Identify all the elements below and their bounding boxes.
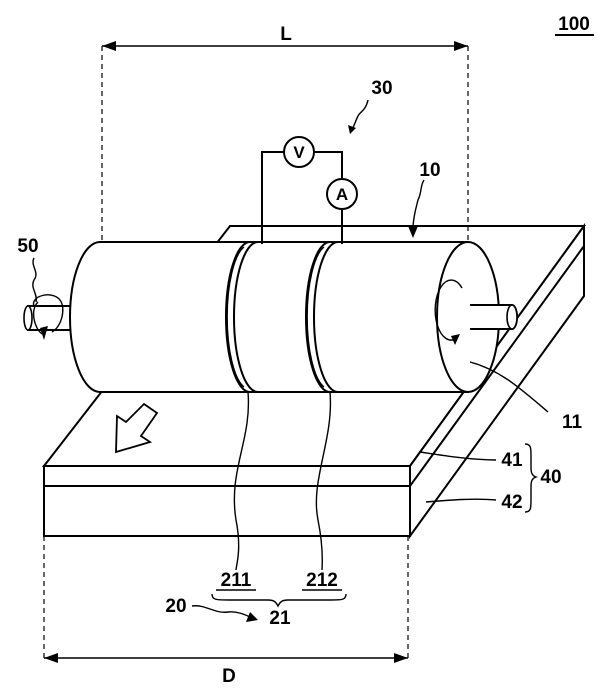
movement-arrow-icon	[115, 402, 159, 454]
roller-axis-label: 11	[562, 412, 583, 433]
length-label: L	[280, 24, 292, 45]
electrode-pair-label: 21	[269, 608, 291, 629]
reference-numerals: 100 30 10 50 11 41 42 40 211 212 21 20	[17, 14, 589, 629]
voltmeter-label: V	[293, 143, 305, 162]
device-ref-label: 100	[558, 14, 590, 35]
width-label: D	[222, 666, 236, 687]
substrate-label: 40	[540, 467, 561, 488]
electrode-b-label: 212	[306, 570, 338, 591]
layer-bottom-label: 42	[501, 492, 522, 513]
ammeter-label: A	[336, 185, 348, 204]
roller-label: 10	[419, 160, 440, 181]
leader-lines	[32, 34, 594, 622]
voltmeter-icon	[283, 136, 315, 168]
rotation-label: 50	[17, 236, 38, 257]
measurement-circuit: V A	[261, 136, 358, 244]
meter-system-label: 30	[371, 78, 392, 99]
roller	[23, 241, 518, 393]
measuring-unit-label: 20	[165, 596, 186, 617]
electrode-a-label: 211	[221, 570, 252, 591]
dimension-d: D	[43, 536, 409, 687]
rotation-arrow-icon	[434, 279, 463, 345]
layer-top-label: 41	[501, 450, 523, 471]
dimension-l: L	[101, 24, 469, 244]
ammeter-icon	[326, 178, 358, 210]
